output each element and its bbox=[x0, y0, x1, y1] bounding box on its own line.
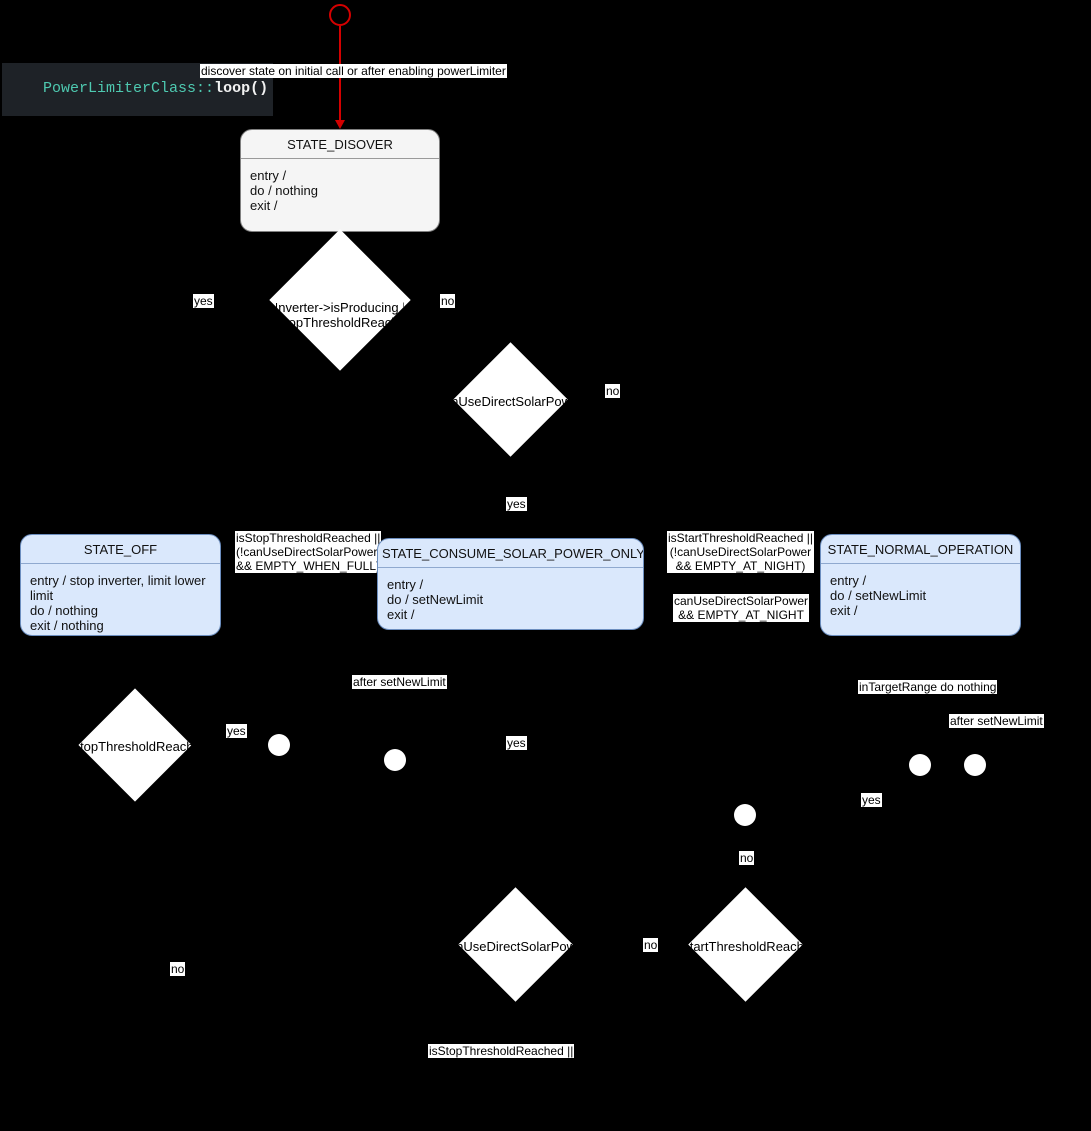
decision-label-can-use-direct-solar-power-top: canUseDirectSolarPower bbox=[446, 392, 574, 410]
start-transition-arrowhead bbox=[335, 120, 345, 129]
state-divider bbox=[21, 563, 220, 564]
decision-line-1: isStopThresholdReached bbox=[71, 738, 199, 754]
edge-label-after-set-new-limit-right: after setNewLimit bbox=[949, 714, 1044, 728]
state-divider bbox=[821, 563, 1020, 564]
decision-line-1: isStartThresholdReached bbox=[681, 938, 809, 954]
edge-label-in-target-range: inTargetRange do nothing bbox=[858, 680, 998, 694]
edge-label-no-d5-upper: no bbox=[739, 851, 755, 865]
edge-label-yes-right: yes bbox=[861, 793, 882, 807]
state-node-consume-solar-power-only[interactable]: STATE_CONSUME_SOLAR_POWER_ONLY entry / d… bbox=[377, 538, 644, 630]
state-title: STATE_DISOVER bbox=[287, 137, 393, 152]
title-function-name: loop() bbox=[214, 80, 269, 97]
junction-dot bbox=[384, 749, 406, 771]
state-node-discover[interactable]: STATE_DISOVER entry / do / nothing exit … bbox=[240, 129, 440, 232]
edge-label-after-set-new-limit-left: after setNewLimit bbox=[352, 675, 447, 689]
edge-label-no-d1: no bbox=[440, 294, 456, 308]
edge-label-guard-off-to-solar: isStopThresholdReached || (!canUseDirect… bbox=[235, 531, 382, 573]
edge-label-guard-start-threshold: isStartThresholdReached || (!canUseDirec… bbox=[667, 531, 814, 573]
title-scope-operator: :: bbox=[196, 80, 215, 97]
decision-line-1: canUseDirectSolarPower bbox=[446, 393, 574, 409]
state-body: entry / do / nothing exit / bbox=[250, 168, 318, 213]
junction-dot bbox=[909, 754, 931, 776]
decision-line-1: canUseDirectSolarPower bbox=[451, 938, 579, 954]
state-node-normal-operation[interactable]: STATE_NORMAL_OPERATION entry / do / setN… bbox=[820, 534, 1021, 636]
edge-label-yes-d2: yes bbox=[506, 497, 527, 511]
junction-dot bbox=[964, 754, 986, 776]
edge-label-yes-d3: yes bbox=[226, 724, 247, 738]
state-node-off[interactable]: STATE_OFF entry / stop inverter, limit l… bbox=[20, 534, 221, 636]
decision-label-is-start-threshold-reached: isStartThresholdReached bbox=[681, 937, 809, 955]
edge-label-no-bottom-left: no bbox=[170, 962, 186, 976]
edge-label-guard-solar-at-night: canUseDirectSolarPower && EMPTY_AT_NIGHT bbox=[673, 594, 810, 622]
initial-state-node bbox=[329, 4, 351, 26]
junction-dot bbox=[268, 734, 290, 756]
junction-dot bbox=[734, 804, 756, 826]
state-body: entry / stop inverter, limit lower limit… bbox=[30, 573, 206, 633]
state-body: entry / do / setNewLimit exit / bbox=[830, 573, 927, 618]
state-title: STATE_NORMAL_OPERATION bbox=[827, 542, 1014, 557]
edge-label-yes-d1: yes bbox=[193, 294, 214, 308]
start-transition-label: discover state on initial call or after … bbox=[200, 64, 507, 78]
edge-label-yes-mid: yes bbox=[506, 736, 527, 750]
edge-label-guard-stop-threshold-bottom: isStopThresholdReached || bbox=[428, 1044, 575, 1058]
state-divider bbox=[241, 158, 439, 159]
edge-label-no-d4: no bbox=[643, 938, 659, 952]
state-body: entry / do / setNewLimit exit / bbox=[387, 577, 484, 622]
decision-label-can-use-direct-solar-power-bottom: canUseDirectSolarPower bbox=[451, 937, 579, 955]
state-title: STATE_OFF bbox=[83, 542, 158, 557]
title-class-name: PowerLimiterClass bbox=[43, 80, 197, 97]
decision-line-1: !Inverter->isProducing || bbox=[276, 300, 404, 315]
state-divider bbox=[378, 567, 643, 568]
state-title: STATE_CONSUME_SOLAR_POWER_ONLY bbox=[382, 546, 643, 561]
edge-label-no-d2: no bbox=[605, 384, 621, 398]
decision-label-inverter-producing-or-stop-threshold: !Inverter->isProducing || isStopThreshol… bbox=[276, 295, 404, 335]
decision-label-is-stop-threshold-reached-left: isStopThresholdReached bbox=[71, 737, 199, 755]
decision-line-2: isStopThresholdReached bbox=[276, 315, 404, 330]
